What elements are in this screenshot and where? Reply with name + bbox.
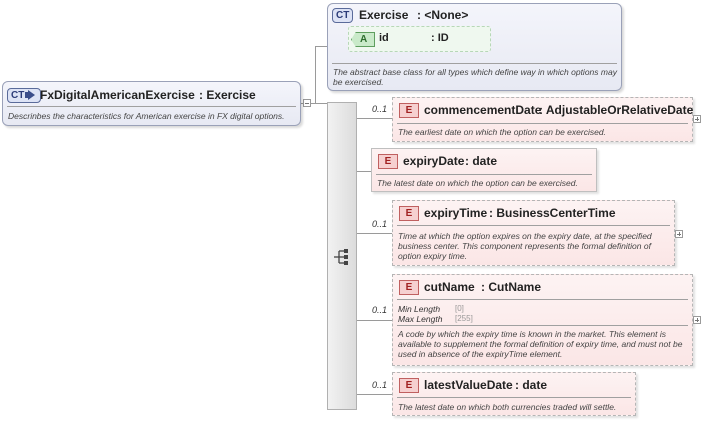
connector [315, 46, 327, 47]
divider [397, 397, 631, 398]
connector [357, 320, 394, 321]
sequence-compositor[interactable] [327, 102, 357, 410]
element-type: : CutName [481, 280, 542, 294]
connector [315, 46, 316, 104]
element-expiryDate[interactable]: E expiryDate : date The latest date on w… [371, 148, 597, 192]
divider [7, 106, 296, 107]
element-latestValueDate[interactable]: E latestValueDate : date The latest date… [392, 372, 636, 416]
extension-icon [25, 90, 35, 100]
root-complex-type[interactable]: CT FxDigitalAmericanExercise : Exercise … [2, 81, 301, 126]
attribute-badge [351, 32, 375, 47]
element-doc: A code by which the expiry time is known… [398, 329, 683, 359]
element-name: expiryDate [403, 154, 465, 168]
element-commencementDate[interactable]: E commencementDate : AdjustableOrRelativ… [392, 97, 693, 142]
facet-label: Min Length [398, 304, 441, 314]
element-doc: The latest date on which the option can … [377, 178, 578, 188]
element-cutName[interactable]: E cutName : CutName Min Length [0] Max L… [392, 274, 693, 366]
element-badge: E [399, 378, 419, 393]
element-badge: E [378, 154, 398, 169]
element-type: : AdjustableOrRelativeDate [539, 103, 694, 117]
base-doc: The abstract base class for all types wh… [333, 67, 617, 87]
root-type: : Exercise [199, 88, 256, 102]
complex-type-badge: CT [7, 88, 42, 103]
occurs-label: 0..1 [372, 219, 388, 229]
element-name: cutName [424, 280, 475, 294]
facet-value: [0] [455, 304, 464, 313]
expand-toggle[interactable] [675, 230, 683, 238]
element-badge: E [399, 206, 419, 221]
element-type: : date [515, 378, 548, 392]
base-type: : <None> [417, 8, 469, 22]
element-type: : BusinessCenterTime [489, 206, 616, 220]
facet-value: [255] [455, 314, 473, 323]
element-doc: The earliest date on which the option ca… [398, 127, 606, 137]
divider [397, 325, 688, 326]
expand-toggle[interactable] [693, 316, 701, 324]
complex-type-badge: CT [332, 8, 354, 23]
attribute-type: : ID [431, 32, 449, 44]
occurs-label: 0..1 [372, 104, 388, 114]
connector [357, 171, 371, 172]
attribute-badge-letter: A [360, 34, 368, 45]
divider [332, 63, 617, 64]
base-complex-type[interactable]: CT Exercise : <None> A id : ID The abstr… [327, 3, 622, 91]
root-doc: Descrinbes the characteristics for Ameri… [8, 111, 285, 121]
element-type: : date [465, 154, 498, 168]
sequence-icon [334, 249, 348, 265]
connector [315, 103, 327, 104]
element-badge: E [399, 280, 419, 295]
element-expiryTime[interactable]: E expiryTime : BusinessCenterTime Time a… [392, 200, 675, 266]
element-doc: Time at which the option expires on the … [398, 231, 652, 261]
occurs-label: 0..1 [372, 305, 388, 315]
divider [397, 225, 670, 226]
connector [357, 233, 394, 234]
element-name: expiryTime [424, 206, 488, 220]
occurs-label: 0..1 [372, 380, 388, 390]
facet-label: Max Length [398, 314, 443, 324]
expand-toggle[interactable] [693, 115, 701, 123]
attribute-name: id [379, 32, 389, 44]
connector [357, 118, 394, 119]
divider [397, 299, 688, 300]
divider [397, 123, 688, 124]
connector [357, 394, 394, 395]
attribute-id[interactable]: A id : ID [348, 26, 491, 52]
divider [376, 174, 592, 175]
element-name: latestValueDate [424, 378, 513, 392]
element-badge: E [399, 103, 419, 118]
element-doc: The latest date on which both currencies… [398, 402, 617, 412]
element-name: commencementDate [424, 103, 542, 117]
collapse-toggle[interactable] [303, 99, 311, 107]
root-name: FxDigitalAmericanExercise [40, 88, 195, 102]
base-name: Exercise [359, 8, 409, 22]
